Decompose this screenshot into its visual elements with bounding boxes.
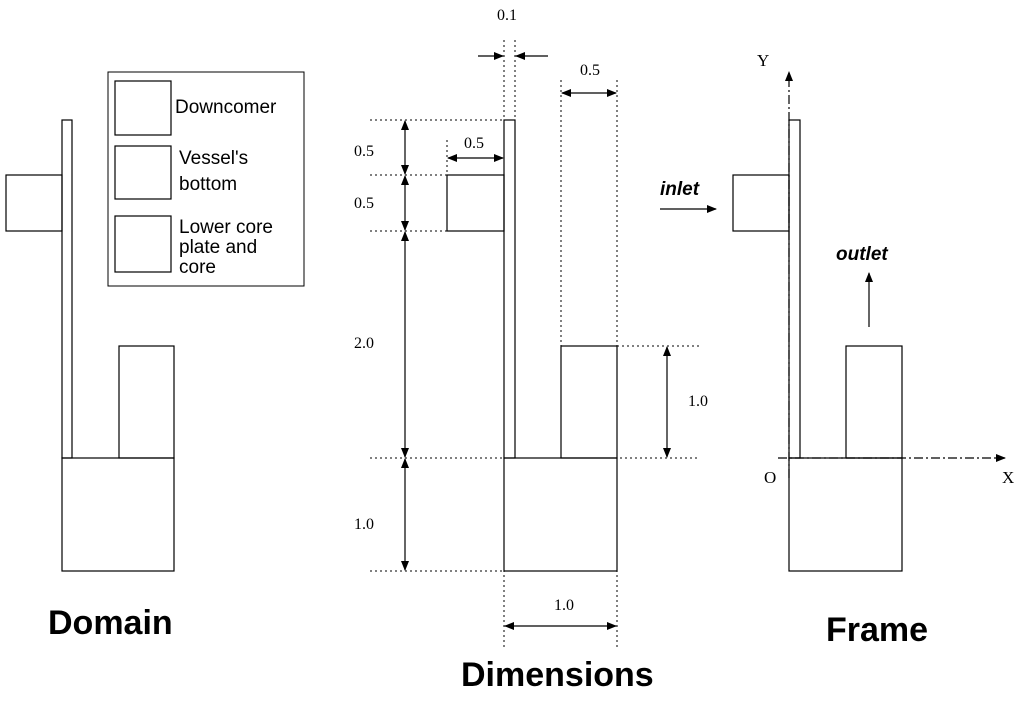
dim-label-inlet-height: 0.5	[354, 195, 374, 212]
outlet-label: outlet	[836, 244, 888, 265]
caption-domain: Domain	[48, 604, 173, 642]
frame-inlet	[732, 174, 790, 232]
legend-swatch-vessel-bottom	[114, 145, 172, 200]
caption-frame: Frame	[826, 611, 928, 649]
extension-lines	[370, 40, 700, 650]
frame-panel: Y X O inlet outlet Frame	[660, 51, 1014, 649]
legend-label-vessel-bottom-2: bottom	[179, 174, 237, 195]
vessel-bottom-region	[61, 457, 175, 572]
lower-core-region	[118, 345, 175, 459]
frame-downcomer	[788, 119, 801, 459]
inlet-region	[5, 174, 63, 232]
dim-label-downcomer-height: 2.0	[354, 335, 374, 352]
legend-label-downcomer: Downcomer	[175, 97, 277, 118]
legend-label-vessel-bottom-1: Vessel's	[179, 148, 248, 169]
dim-bottom	[503, 457, 618, 572]
dim-label-core-width: 0.5	[580, 62, 600, 79]
legend-label-lower-core-2: plate and	[179, 237, 257, 258]
dim-label-bottom-height: 1.0	[354, 516, 374, 533]
frame-bottom	[788, 457, 903, 572]
caption-dimensions: Dimensions	[461, 656, 654, 694]
y-axis-label: Y	[757, 51, 769, 70]
dim-label-top-gap: 0.5	[354, 143, 374, 160]
inlet-label: inlet	[660, 179, 700, 200]
dim-core	[560, 345, 618, 459]
dim-label-top-width: 0.1	[497, 7, 517, 24]
dim-inlet	[446, 174, 505, 232]
dimensions-panel: 0.1 0.5 0.5 0.5 0.5 2.0 1.0 1.0 1.0 Dime…	[354, 7, 708, 694]
dimension-arrows	[401, 52, 671, 630]
origin-label: O	[764, 468, 776, 487]
dim-label-bottom-width: 1.0	[554, 597, 574, 614]
downcomer-region	[61, 119, 73, 459]
legend-label-lower-core-1: Lower core	[179, 217, 273, 238]
legend: Downcomer Vessel's bottom Lower core pla…	[107, 71, 305, 287]
dim-label-core-height: 1.0	[688, 393, 708, 410]
legend-label-lower-core-3: core	[179, 257, 216, 278]
legend-swatch-lower-core	[114, 215, 172, 273]
domain-panel: Downcomer Vessel's bottom Lower core pla…	[5, 71, 305, 642]
dim-downcomer	[503, 119, 516, 459]
legend-swatch-downcomer	[114, 80, 172, 136]
dim-label-inlet-width: 0.5	[464, 135, 484, 152]
x-axis-label: X	[1002, 468, 1014, 487]
frame-core	[845, 345, 903, 459]
